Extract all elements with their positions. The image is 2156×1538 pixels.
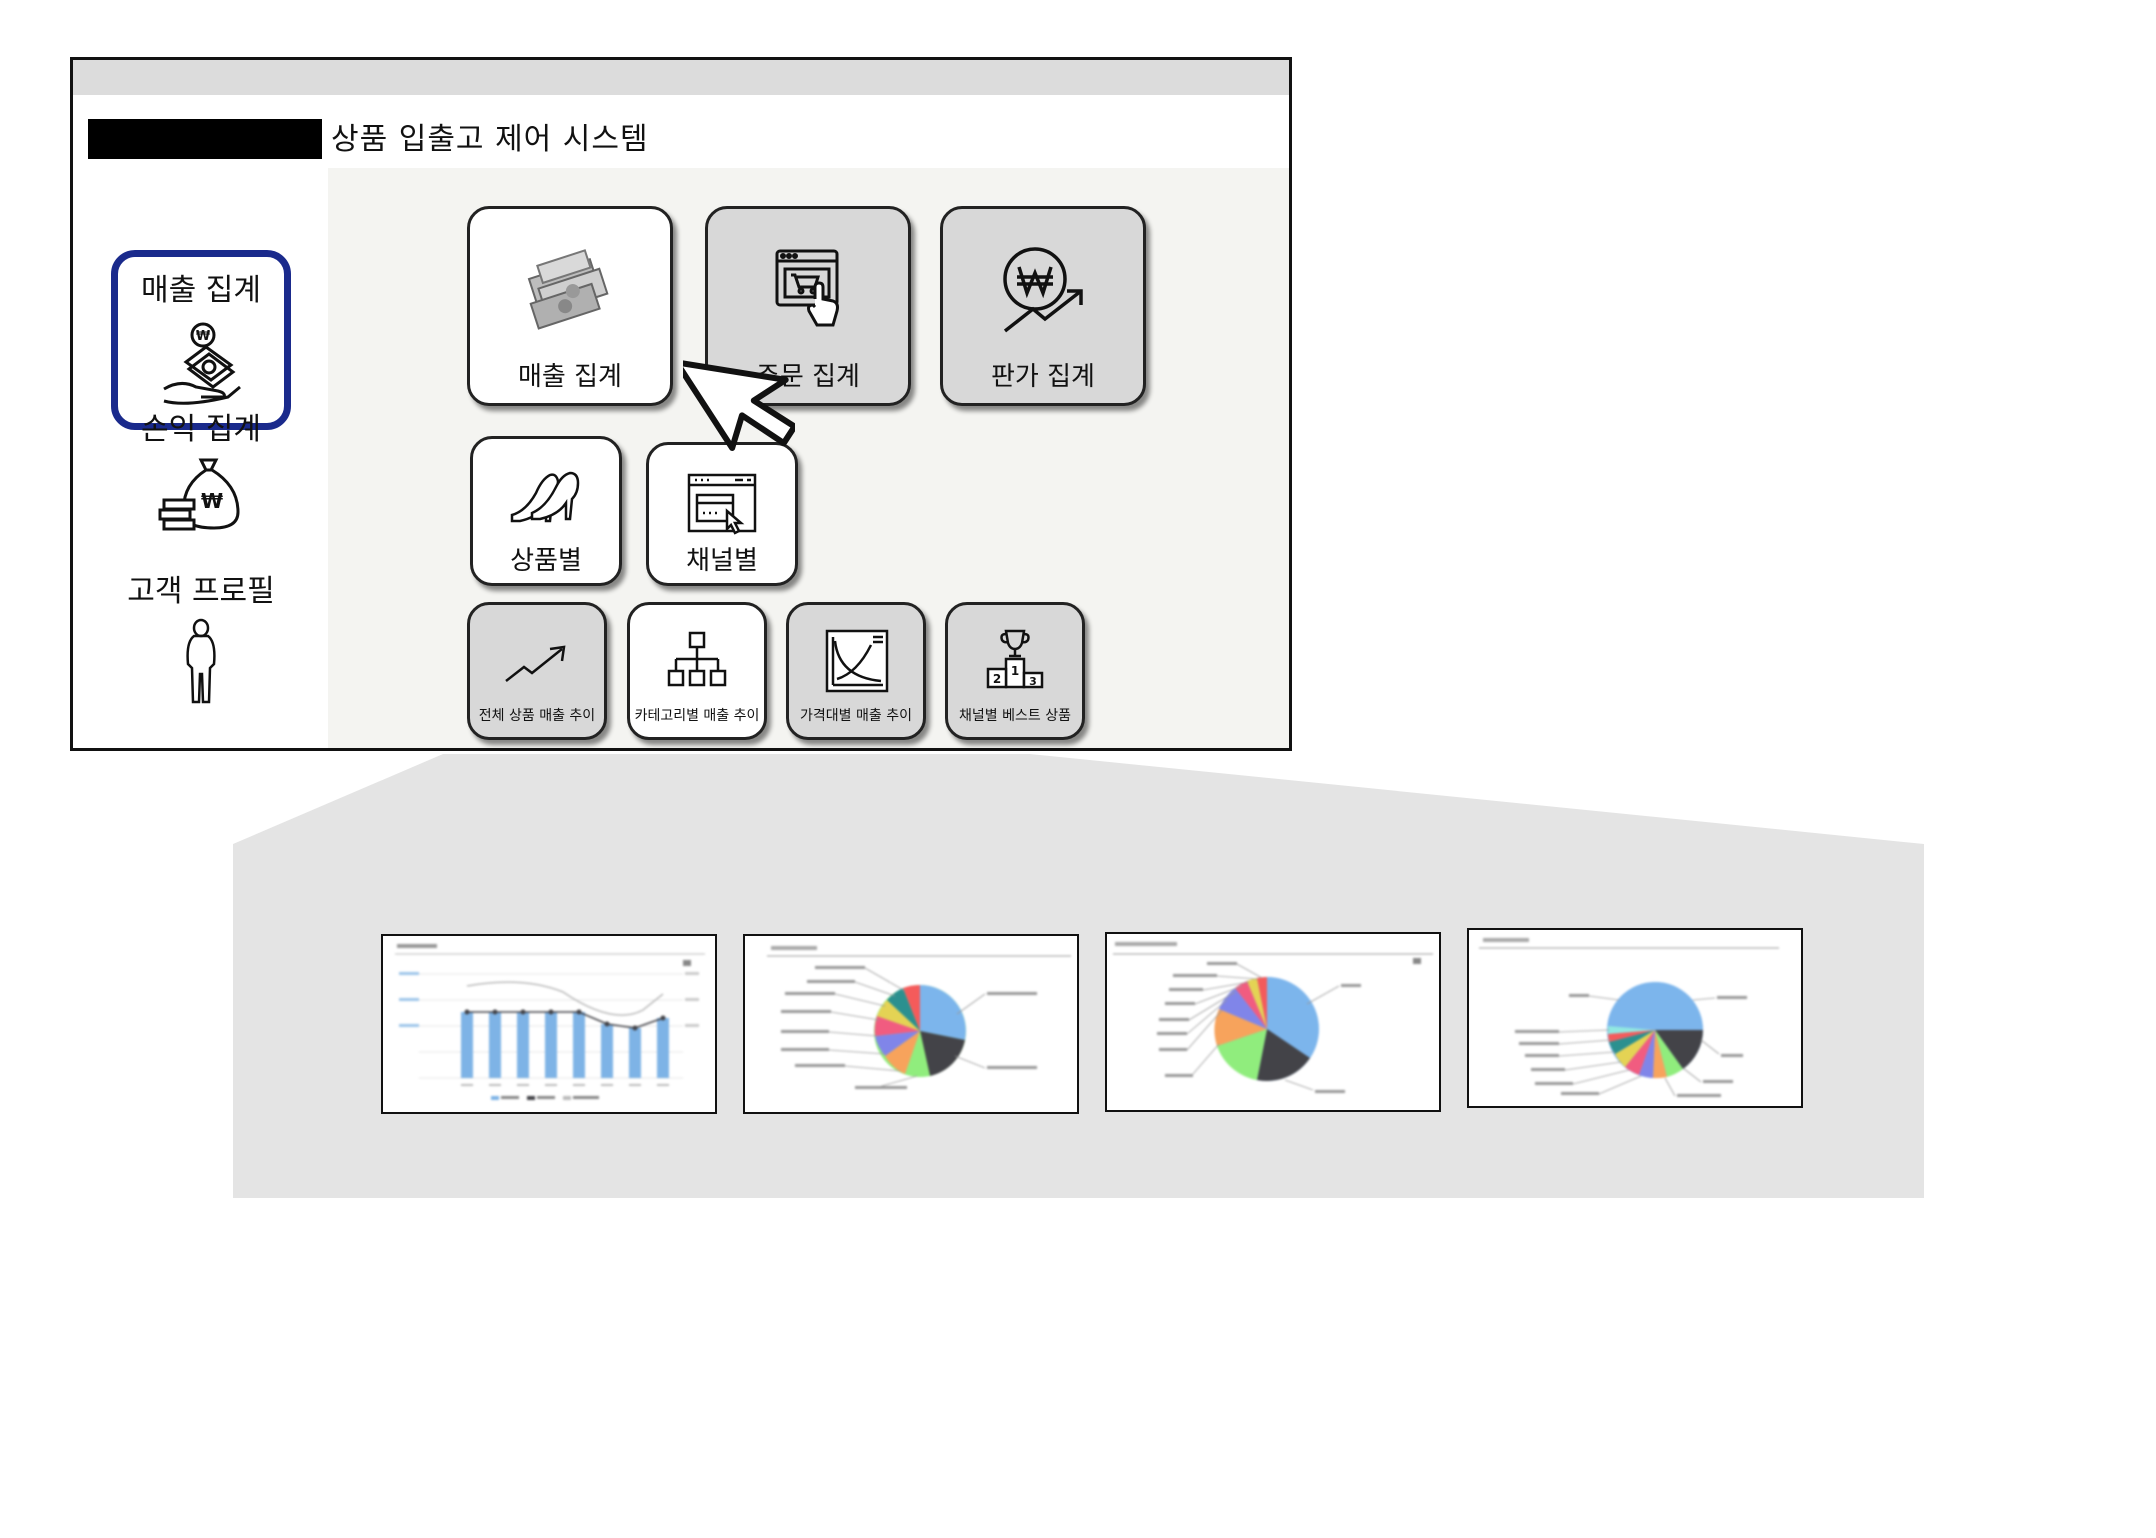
thumbnail-channel-best-product-pie[interactable]	[1467, 928, 1803, 1108]
app-window: 상품 입출고 제어 시스템 매출 집계 ₩ 손익 집계	[70, 57, 1292, 751]
tile-label: 가격대별 매출 추이	[800, 708, 912, 724]
person-icon	[176, 618, 226, 712]
tile-label: 채널별 베스트 상품	[959, 708, 1071, 724]
curve-chart-icon	[821, 627, 891, 701]
zoom-panel	[233, 844, 1924, 1198]
high-heels-icon	[506, 465, 586, 529]
sidebar-item-profit[interactable]: 손익 집계 ₩	[111, 394, 291, 574]
cash-stack-icon	[515, 247, 625, 341]
trend-up-icon	[502, 637, 572, 691]
svg-text:₩: ₩	[196, 329, 211, 344]
logo-redacted	[88, 119, 322, 159]
tile-label: 채널별	[686, 546, 758, 576]
tile-channel-best-product[interactable]: 1 2 3 채널별 베스트 상품	[945, 602, 1085, 740]
tile-price-summary[interactable]: 판가 집계	[940, 206, 1146, 406]
tile-label: 판가 집계	[991, 362, 1095, 392]
svg-text:1: 1	[1011, 664, 1019, 678]
podium-trophy-icon: 1 2 3	[980, 627, 1050, 697]
mouse-pointer-icon	[673, 355, 798, 491]
sidebar: 매출 집계 ₩ 손익 집계 ₩	[73, 168, 327, 748]
tile-label: 카테고리별 매출 추이	[634, 708, 760, 724]
tile-by-channel[interactable]: 채널별	[646, 442, 798, 586]
tile-sales-summary[interactable]: 매출 집계	[467, 206, 673, 406]
browser-window-icon	[685, 471, 759, 541]
window-titlebar	[73, 60, 1289, 95]
online-order-icon	[763, 245, 853, 339]
tile-category-sales-trend[interactable]: 카테고리별 매출 추이	[627, 602, 767, 740]
sidebar-item-label: 매출 집계	[141, 273, 261, 308]
thumbnail-sales-trend-chart[interactable]	[381, 934, 717, 1114]
sidebar-item-label: 손익 집계	[141, 412, 261, 447]
sidebar-item-label: 고객 프로필	[127, 574, 275, 609]
sidebar-item-sales[interactable]: 매출 집계 ₩	[111, 250, 291, 430]
tile-by-product[interactable]: 상품별	[470, 436, 622, 586]
tile-label: 전체 상품 매출 추이	[478, 708, 596, 724]
tile-total-product-sales-trend[interactable]: 전체 상품 매출 추이	[467, 602, 607, 740]
hierarchy-icon	[664, 629, 730, 699]
tile-price-range-sales-trend[interactable]: 가격대별 매출 추이	[786, 602, 926, 740]
tile-label: 상품별	[510, 546, 582, 576]
thumbnail-product-sales-pie[interactable]	[743, 934, 1079, 1114]
money-bag-icon: ₩	[156, 456, 246, 540]
tile-label: 매출 집계	[518, 362, 622, 392]
svg-text:3: 3	[1029, 675, 1037, 688]
thumbnail-price-range-sales-pie[interactable]	[1105, 932, 1441, 1112]
sidebar-item-customer-profile[interactable]: 고객 프로필	[111, 556, 291, 736]
money-hand-icon: ₩	[156, 317, 246, 411]
main-panel: 매출 집계 주문 집계	[328, 168, 1289, 748]
svg-text:₩: ₩	[201, 489, 223, 513]
app-title: 상품 입출고 제어 시스템	[331, 122, 649, 157]
won-growth-icon	[993, 243, 1093, 347]
svg-text:2: 2	[993, 672, 1001, 686]
